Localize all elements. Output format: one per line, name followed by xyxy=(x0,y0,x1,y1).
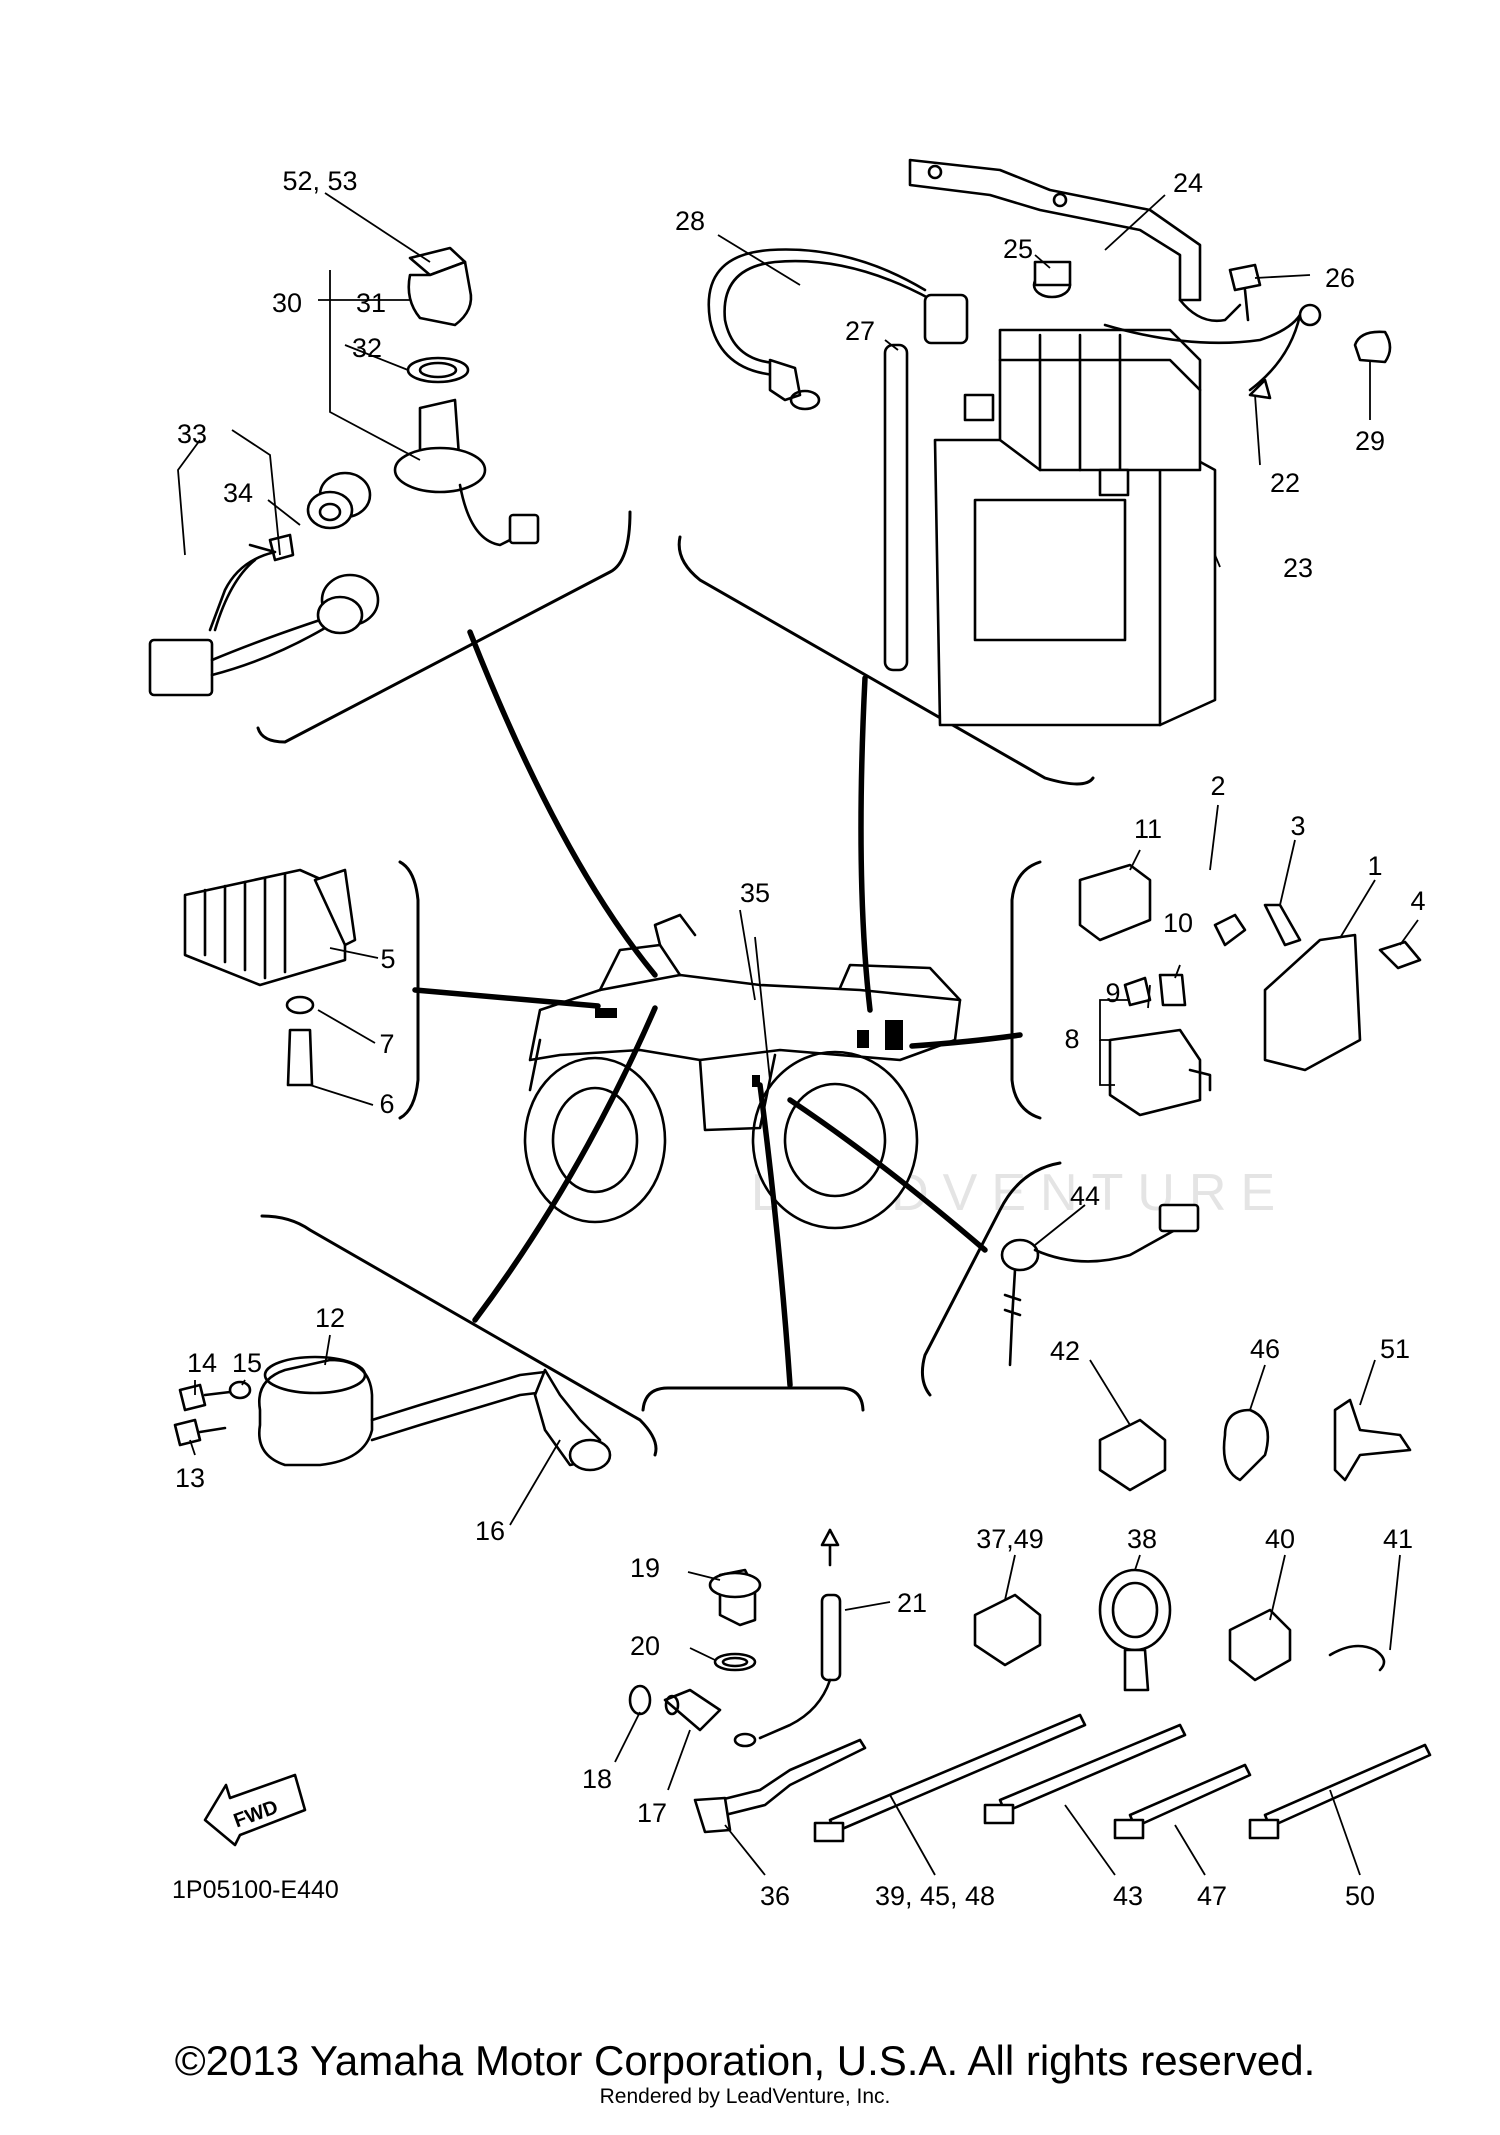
callout-24: 24 xyxy=(1173,168,1203,198)
callout-38: 38 xyxy=(1127,1524,1157,1554)
callout-29: 29 xyxy=(1355,426,1385,456)
fwd-arrow-icon: FWD xyxy=(203,1773,307,1847)
leader-lines xyxy=(177,192,1419,1876)
callout-13: 13 xyxy=(175,1463,205,1493)
callout-18: 18 xyxy=(582,1764,612,1794)
rectifier-regulator-icon xyxy=(183,868,357,1087)
ignition-switch-assembly-icon xyxy=(393,246,540,547)
temperature-sensor-icon xyxy=(733,1528,842,1748)
callout-32: 32 xyxy=(352,333,382,363)
callout-30: 30 xyxy=(272,288,302,318)
diagram-code: 1P05100-E440 xyxy=(172,1876,339,1904)
callout-8: 8 xyxy=(1064,1024,1079,1054)
callout-37-49: 37,49 xyxy=(976,1524,1044,1554)
callout-15: 15 xyxy=(232,1348,262,1378)
battery-fasteners-icon xyxy=(1032,260,1392,364)
callout-26: 26 xyxy=(1325,263,1355,293)
wire-clamps-icon xyxy=(973,1398,1412,1692)
battery-bracket-icon xyxy=(908,158,1242,323)
oil-sender-icon xyxy=(628,1684,722,1732)
atv-vehicle-icon xyxy=(523,913,962,1230)
ignition-coil-icon xyxy=(173,1355,612,1472)
callout-2: 2 xyxy=(1210,771,1225,801)
callout-19: 19 xyxy=(630,1553,660,1583)
callout-52-53: 52, 53 xyxy=(282,166,357,196)
thermo-switch-icon xyxy=(708,1568,762,1672)
callout-27: 27 xyxy=(845,316,875,346)
callout-1: 1 xyxy=(1367,851,1382,881)
callout-5: 5 xyxy=(380,944,395,974)
callout-40: 40 xyxy=(1265,1524,1295,1554)
battery-cable-negative-icon xyxy=(1103,303,1322,400)
connector-lines xyxy=(412,629,1023,1388)
callout-44: 44 xyxy=(1070,1181,1100,1211)
callout-22: 22 xyxy=(1270,468,1300,498)
callout-46: 46 xyxy=(1250,1334,1280,1364)
callout-51: 51 xyxy=(1380,1334,1410,1364)
callout-39-45-48: 39, 45, 48 xyxy=(875,1881,995,1911)
callout-35: 35 xyxy=(740,878,770,908)
callout-12: 12 xyxy=(315,1303,345,1333)
brake-switch-icon xyxy=(1000,1203,1200,1367)
battery-icon xyxy=(933,328,1217,727)
callout-10: 10 xyxy=(1163,908,1193,938)
callout-43: 43 xyxy=(1113,1881,1143,1911)
callout-47: 47 xyxy=(1197,1881,1227,1911)
callout-41: 41 xyxy=(1383,1524,1413,1554)
callout-16: 16 xyxy=(475,1516,505,1546)
callout-6: 6 xyxy=(379,1089,394,1119)
vent-hose-icon xyxy=(883,343,909,672)
callout-23: 23 xyxy=(1283,553,1313,583)
starter-switch-assembly-icon xyxy=(148,471,380,697)
callout-34: 34 xyxy=(223,478,253,508)
callout-9: 9 xyxy=(1105,978,1120,1008)
rendered-by-text: Rendered by LeadVenture, Inc. xyxy=(600,2085,891,2108)
callout-7: 7 xyxy=(379,1029,394,1059)
callout-28: 28 xyxy=(675,206,705,236)
callout-17: 17 xyxy=(637,1798,667,1828)
cable-ties-icon xyxy=(693,1713,1432,1843)
callout-25: 25 xyxy=(1003,234,1033,264)
callout-labels: 52, 53 30 31 32 33 34 28 27 25 24 26 29 … xyxy=(175,166,1426,1911)
relay-box-icon xyxy=(1078,863,1422,1117)
callout-20: 20 xyxy=(630,1631,660,1661)
copyright-text: ©2013 Yamaha Motor Corporation, U.S.A. A… xyxy=(175,2037,1316,2084)
callout-31: 31 xyxy=(356,288,386,318)
callout-33: 33 xyxy=(177,419,207,449)
battery-cable-positive-icon xyxy=(707,248,969,411)
callout-21: 21 xyxy=(897,1588,927,1618)
callout-11: 11 xyxy=(1134,814,1162,844)
group-brackets xyxy=(256,510,1095,1457)
callout-42: 42 xyxy=(1050,1336,1080,1366)
callout-50: 50 xyxy=(1345,1881,1375,1911)
callout-3: 3 xyxy=(1290,811,1305,841)
callout-14: 14 xyxy=(187,1348,217,1378)
callout-36: 36 xyxy=(760,1881,790,1911)
callout-4: 4 xyxy=(1410,886,1425,916)
